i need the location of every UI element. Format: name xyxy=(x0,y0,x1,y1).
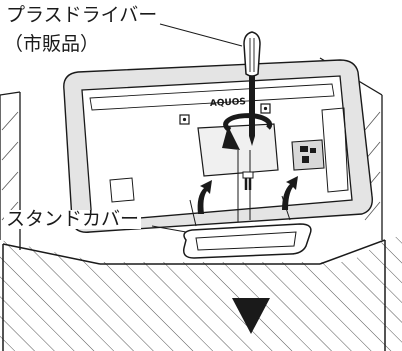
screwdriver-label: プラスドライバー xyxy=(6,4,158,26)
leader-lines xyxy=(151,23,243,233)
table-block xyxy=(0,235,402,351)
screwdriver xyxy=(243,31,261,146)
up-arrow-icon xyxy=(197,176,298,214)
screw-icon xyxy=(242,171,254,190)
down-triangle-icon xyxy=(232,298,270,334)
stand-cover xyxy=(182,223,312,259)
brand-logo: AQUOS xyxy=(210,97,247,109)
store-bought-note: （市販品） xyxy=(4,33,100,55)
tv-back-panel xyxy=(63,59,373,233)
clockwise-arrow-icon xyxy=(222,113,273,150)
stand-cover-label: スタンドカバー xyxy=(4,208,142,230)
